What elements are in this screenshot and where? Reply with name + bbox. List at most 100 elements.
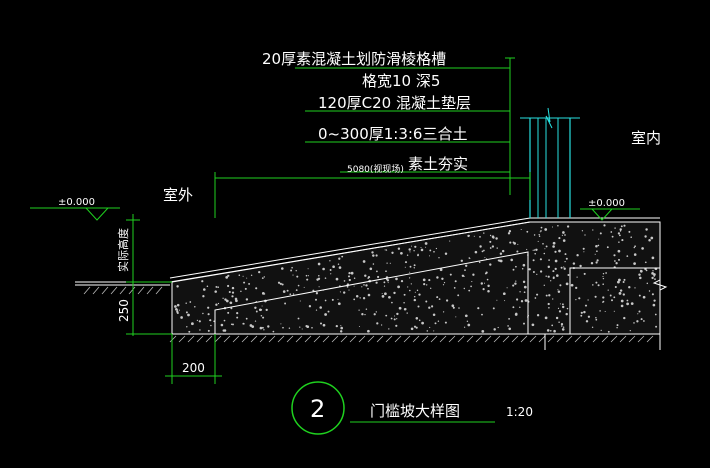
ground-hatch-line <box>101 286 109 295</box>
dim-length-text: 5080(视现场) <box>347 163 404 175</box>
aggregate-dot <box>595 316 597 319</box>
ground-hatch-line <box>119 286 127 295</box>
aggregate-dot <box>180 316 183 319</box>
aggregate-dot <box>230 323 233 325</box>
aggregate-dot <box>596 259 599 262</box>
aggregate-dot <box>445 299 449 302</box>
aggregate-dot <box>614 285 617 289</box>
aggregate-dot <box>489 263 492 266</box>
aggregate-dot <box>384 292 387 296</box>
aggregate-dot <box>423 282 426 286</box>
aggregate-dot <box>479 245 482 248</box>
aggregate-dot <box>202 295 205 298</box>
aggregate-dot <box>645 228 648 231</box>
aggregate-dot <box>481 330 485 333</box>
aggregate-dot <box>489 240 492 243</box>
aggregate-dot <box>638 294 641 297</box>
aggregate-dot <box>537 240 539 242</box>
aggregate-dot <box>397 247 401 250</box>
aggregate-dot <box>646 282 649 285</box>
aggregate-dot <box>581 230 584 232</box>
aggregate-dot <box>618 241 620 243</box>
aggregate-dot <box>224 298 227 301</box>
aggregate-dot <box>496 247 498 249</box>
aggregate-dot <box>654 278 656 280</box>
aggregate-dot <box>487 284 490 288</box>
aggregate-dot <box>297 317 300 320</box>
aggregate-dot <box>536 293 539 296</box>
aggregate-dot <box>543 252 546 255</box>
aggregate-dot <box>410 327 414 331</box>
aggregate-dot <box>297 284 300 287</box>
aggregate-dot <box>433 330 435 332</box>
aggregate-dot <box>406 312 408 314</box>
aggregate-dot <box>532 249 534 251</box>
aggregate-dot <box>622 281 625 283</box>
soil-hatch-line <box>358 335 366 343</box>
aggregate-dot <box>648 238 651 242</box>
aggregate-dot <box>185 302 187 304</box>
aggregate-dot <box>634 287 636 289</box>
aggregate-dot <box>535 248 538 252</box>
ground-hatch-line <box>146 286 154 295</box>
aggregate-dot <box>223 319 226 322</box>
aggregate-dot <box>408 277 411 279</box>
aggregate-dot <box>292 274 294 276</box>
aggregate-dot <box>552 270 555 273</box>
aggregate-dot <box>435 247 438 250</box>
aggregate-dot <box>606 246 609 249</box>
layer-note-2: 120厚C20 混凝土垫层 <box>318 94 471 112</box>
aggregate-dot <box>372 263 375 265</box>
aggregate-dot <box>303 286 305 288</box>
label-outdoor: 室外 <box>163 186 193 204</box>
aggregate-dot <box>501 249 505 253</box>
aggregate-dot <box>415 317 419 320</box>
soil-hatch-line <box>376 335 384 343</box>
aggregate-dot <box>330 273 332 275</box>
aggregate-dot <box>413 325 417 328</box>
aggregate-dot <box>353 285 355 287</box>
aggregate-dot <box>493 328 496 331</box>
soil-hatch-line <box>538 335 546 343</box>
aggregate-dot <box>643 320 645 322</box>
aggregate-dot <box>371 251 374 254</box>
aggregate-dot <box>430 287 432 289</box>
aggregate-dot <box>633 246 635 249</box>
aggregate-dot <box>413 298 417 302</box>
aggregate-dot <box>633 322 635 324</box>
aggregate-dot <box>620 225 623 228</box>
aggregate-dot <box>222 297 224 299</box>
soil-hatch-line <box>250 335 258 343</box>
detail-number: 2 <box>310 395 325 423</box>
aggregate-dot <box>245 298 249 301</box>
aggregate-dot <box>242 275 244 277</box>
aggregate-dot <box>409 271 411 273</box>
door-wall <box>520 107 580 218</box>
aggregate-dot <box>552 276 555 280</box>
aggregate-dot <box>620 299 624 303</box>
aggregate-dot <box>545 275 547 277</box>
aggregate-dot <box>220 323 224 327</box>
aggregate-dot <box>623 278 626 281</box>
aggregate-dot <box>234 297 238 301</box>
aggregate-dot <box>282 326 284 329</box>
aggregate-dot <box>396 312 399 316</box>
aggregate-dot <box>547 275 550 278</box>
aggregate-dot <box>628 230 631 233</box>
aggregate-dot <box>594 295 597 298</box>
aggregate-dot <box>623 224 626 227</box>
aggregate-dot <box>600 329 602 332</box>
aggregate-dot <box>243 281 246 284</box>
aggregate-dot <box>260 314 263 317</box>
aggregate-dot <box>424 242 428 245</box>
aggregate-dot <box>508 230 512 233</box>
aggregate-dot <box>557 290 561 294</box>
aggregate-dot <box>422 278 426 282</box>
aggregate-dot <box>359 297 361 299</box>
aggregate-dot <box>403 308 407 311</box>
aggregate-dot <box>443 281 446 284</box>
aggregate-dot <box>582 247 585 250</box>
soil-hatch-line <box>421 335 429 343</box>
aggregate-dot <box>509 241 512 244</box>
